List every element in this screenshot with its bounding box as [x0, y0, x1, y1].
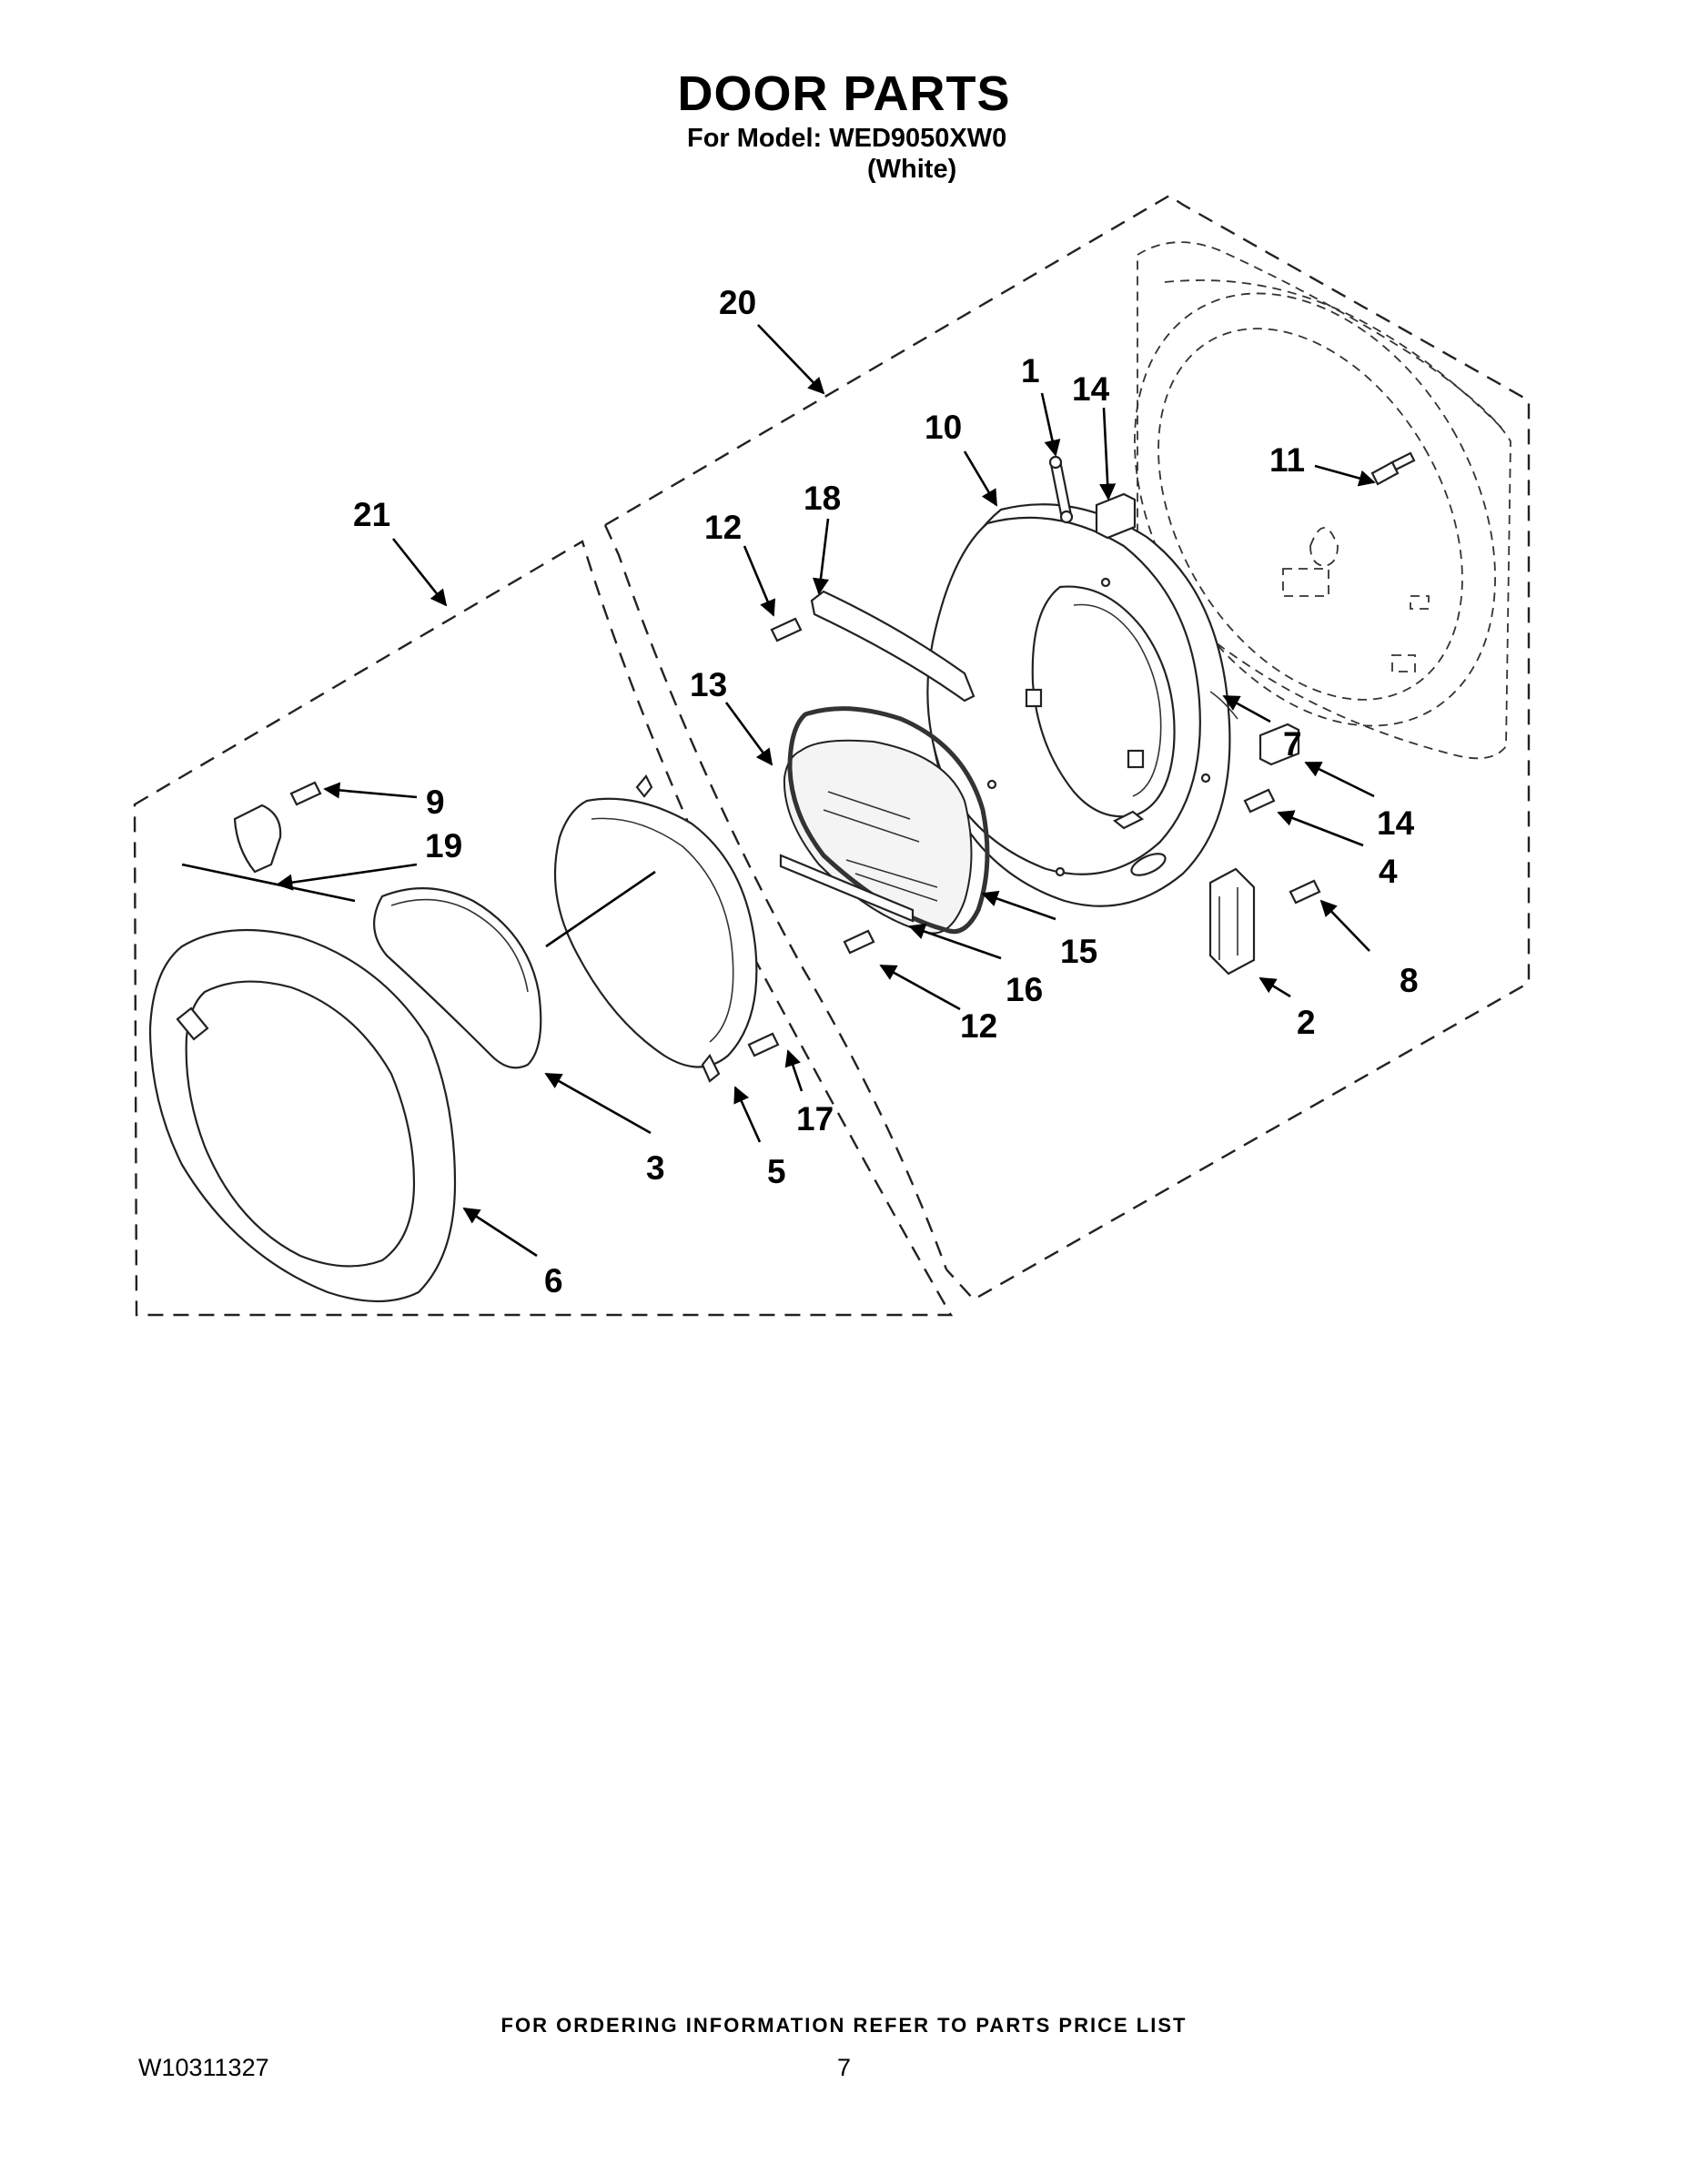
callout-16: 16 [1006, 971, 1043, 1008]
callout-11: 11 [1269, 441, 1305, 479]
callout-12-bottom: 12 [960, 1007, 997, 1045]
part-15-gasket [787, 706, 990, 935]
callout-9: 9 [426, 784, 445, 821]
callout-5: 5 [767, 1153, 786, 1190]
part-16-strip [779, 854, 915, 923]
part-1-bracket [1048, 455, 1074, 524]
part-11-screw [1370, 451, 1416, 486]
callout-13: 13 [690, 666, 727, 703]
part-12-screw-top [770, 617, 803, 642]
part-3-outer-glass [373, 887, 542, 1069]
part-5-inner-frame [553, 774, 758, 1083]
callout-19: 19 [425, 827, 462, 864]
document-id: W10311327 [138, 2054, 269, 2081]
callout-2: 2 [1297, 1004, 1316, 1041]
callout-17: 17 [796, 1100, 834, 1138]
leader-lines [181, 324, 1376, 1258]
callout-1: 1 [1021, 352, 1040, 389]
part-12-screw-bottom [843, 929, 875, 955]
page-number: 7 [837, 2054, 852, 2081]
part-17-screw [747, 1032, 780, 1057]
callout-10: 10 [925, 409, 962, 446]
callout-14-right: 14 [1377, 804, 1415, 842]
part-13-inner-glass [783, 739, 973, 935]
page-title: DOOR PARTS [677, 66, 1011, 121]
callouts: 1 2 3 4 5 6 7 8 9 10 11 12 12 13 14 14 1… [353, 284, 1419, 1299]
callout-12-top: 12 [704, 509, 742, 546]
callout-4: 4 [1379, 853, 1398, 890]
part-18-bracket [810, 590, 975, 703]
callout-3: 3 [646, 1149, 665, 1187]
part-6-outer-door [148, 928, 457, 1303]
part-4-screw [1243, 788, 1276, 814]
ordering-note: FOR ORDERING INFORMATION REFER TO PARTS … [500, 2014, 1188, 2037]
part-9-screw [289, 781, 322, 806]
callout-6: 6 [544, 1262, 563, 1299]
part-8-screw [1289, 879, 1321, 905]
callout-15: 15 [1060, 933, 1097, 970]
callout-7: 7 [1283, 725, 1302, 763]
callout-14-top: 14 [1072, 370, 1110, 408]
callout-20: 20 [719, 284, 756, 321]
part-2-hinge [1208, 867, 1256, 976]
part-19-bracket [233, 804, 282, 874]
model-number: For Model: WED9050XW0 [687, 124, 1007, 153]
part-14-strike-right [1258, 723, 1300, 766]
callout-21: 21 [353, 496, 390, 533]
callout-18: 18 [804, 480, 841, 517]
assembly-20-left-edge [603, 524, 948, 1270]
callout-8: 8 [1400, 962, 1419, 999]
part-10-inner-door [926, 503, 1231, 907]
model-color: (White) [867, 155, 957, 184]
part-14-strike-top [1095, 492, 1137, 540]
